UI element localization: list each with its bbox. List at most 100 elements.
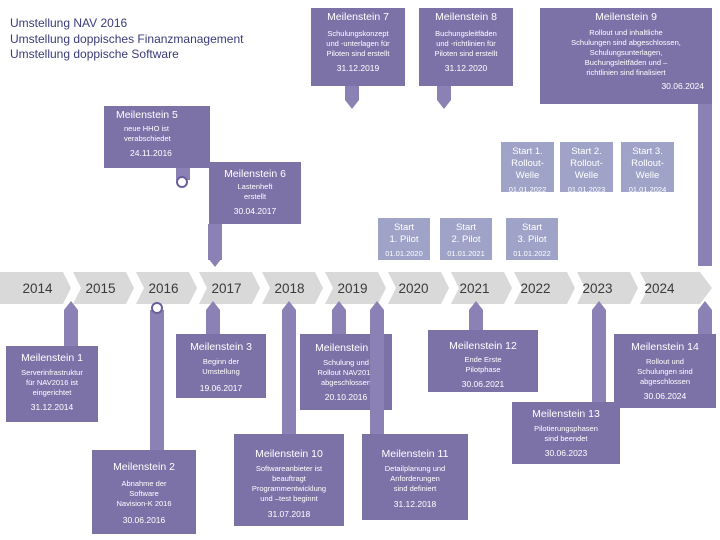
year-2019: 2019 (337, 281, 368, 296)
milestone-7: Meilenstein 7 Schulungskonzept und -unte… (311, 8, 405, 86)
desc-line: Pilotierungsphasen (534, 424, 598, 433)
header-line-2: Umstellung doppisches Finanzmanagement (10, 32, 244, 46)
desc-line: sind beendet (544, 434, 588, 443)
milestone-desc: Ende Erste Pilotphase (428, 355, 538, 375)
milestone-8: Meilenstein 8 Buchungsleitfäden und -ric… (419, 8, 513, 86)
label-line: Rollout- (511, 158, 544, 169)
milestone-date: 31.12.2014 (30, 402, 74, 412)
desc-line: Beginn der (202, 357, 240, 366)
desc-line: Abnahme der (121, 479, 167, 488)
label-line: Rollout- (631, 158, 664, 169)
pilot-label: Start 1. Pilot (378, 222, 430, 246)
milestone-title: Meilenstein 13 (532, 408, 600, 420)
milestone-13: Meilenstein 13 Pilotierungsphasen sind b… (512, 402, 620, 464)
label-line: 3. Pilot (517, 234, 547, 245)
desc-line: Programmentwicklung (251, 484, 327, 493)
milestone-date: 30.06.2021 (461, 379, 505, 389)
rollout-label: Start 1. Rollout- Welle (501, 146, 554, 182)
label-line: Start (393, 222, 415, 233)
label-line: Rollout- (570, 158, 603, 169)
milestone-date: 24.11.2016 (130, 148, 172, 158)
milestone-title: Meilenstein 11 (381, 448, 449, 460)
milestone-date: 20.10.2016 (324, 392, 368, 402)
milestone-desc: Serverinfrastruktur für NAV2016 ist eing… (6, 368, 98, 398)
milestone-desc: Buchungsleitfäden und -richtlinien für P… (419, 29, 513, 59)
milestone-12-stick (469, 310, 483, 330)
milestone-desc: neue HHO ist verabschiedet (104, 124, 210, 144)
pilot-start-1: Start 1. Pilot 01.01.2020 (378, 218, 430, 260)
milestone-title: Meilenstein 14 (631, 341, 699, 353)
rollout-start-1: Start 1. Rollout- Welle 01.01.2022 (501, 142, 554, 194)
desc-line: Software (129, 489, 159, 498)
milestone-desc: Detailplanung und Anforderungen sind def… (362, 464, 468, 494)
desc-line: Schulungen sind abgeschlossen, (571, 38, 681, 47)
year-2015: 2015 (85, 281, 116, 296)
timeline-axis (0, 272, 712, 304)
milestone-11-pointer (370, 301, 384, 310)
label-line: 2. Pilot (451, 234, 481, 245)
desc-line: Rollout und inhaltliche (589, 28, 663, 37)
desc-line: Schulung und (323, 358, 369, 367)
milestone-8-pointer (437, 100, 451, 109)
rollout-date: 01.01.2024 (628, 185, 667, 194)
label-line: Welle (515, 170, 540, 181)
rollout-start-3: Start 3. Rollout- Welle 01.01.2024 (621, 142, 674, 194)
desc-line: erstellt (243, 192, 267, 201)
pilot-start-2: Start 2. Pilot 01.01.2021 (440, 218, 492, 260)
desc-line: Schulungsunterlagen, (589, 48, 663, 57)
milestone-date: 30.06.2023 (544, 448, 588, 458)
milestone-desc: Schulung und Rollout NAV2016 abgeschloss… (300, 358, 392, 388)
milestone-1-pointer (64, 301, 78, 310)
milestone-6-pointer (208, 258, 222, 267)
milestone-6: Meilenstein 6 Lastenheft erstellt 30.04.… (209, 162, 301, 224)
milestone-date: 30.04.2017 (233, 206, 277, 216)
milestone-date: 31.12.2020 (444, 63, 488, 73)
milestone-title: Meilenstein 5 (116, 109, 178, 121)
desc-line: Ende Erste (464, 355, 502, 364)
milestone-desc: Abnahme der Software Navision-K 2016 (92, 479, 196, 509)
milestone-10: Meilenstein 10 Softwareanbieter ist beau… (234, 434, 344, 526)
milestone-date: 30.06.2024 (643, 391, 687, 401)
label-line: 1. Pilot (389, 234, 419, 245)
pilot-date: 01.01.2020 (385, 249, 423, 258)
desc-line: und -unterlagen für (326, 39, 390, 48)
milestone-2-stick (150, 310, 164, 450)
pilot-label: Start 2. Pilot (440, 222, 492, 246)
year-2018: 2018 (274, 281, 305, 296)
milestone-desc: Rollout und inhaltliche Schulungen sind … (540, 28, 712, 78)
desc-line: Softwareanbieter ist (255, 464, 323, 473)
rollout-label: Start 2. Rollout- Welle (560, 146, 613, 182)
label-line: Start (521, 222, 543, 233)
label-line: Start 2. (571, 146, 602, 157)
milestone-10-stick (282, 310, 296, 434)
milestone-5: Meilenstein 5 neue HHO ist verabschiedet… (104, 106, 210, 168)
desc-line: Rollout und (646, 357, 684, 366)
milestone-title: Meilenstein 7 (327, 11, 389, 23)
desc-line: Schulungskonzept (327, 29, 389, 38)
desc-line: beauftragt (272, 474, 306, 483)
desc-line: verabschiedet (124, 134, 171, 143)
milestone-7-stick (345, 86, 359, 100)
milestone-title: Meilenstein 2 (113, 461, 175, 473)
milestone-12: Meilenstein 12 Ende Erste Pilotphase 30.… (428, 330, 538, 392)
milestone-12-pointer (469, 301, 483, 310)
milestone-title: Meilenstein 4 (315, 342, 377, 354)
pilot-start-3: Start 3. Pilot 01.01.2022 (506, 218, 558, 260)
milestone-desc: Softwareanbieter ist beauftragt Programm… (234, 464, 344, 504)
label-line: Welle (635, 170, 660, 181)
year-2014: 2014 (22, 281, 53, 296)
desc-line: und -richtlinien für (436, 39, 496, 48)
milestone-3-pointer (206, 301, 220, 310)
label-line: Start 1. (512, 146, 543, 157)
milestone-9: Meilenstein 9 Rollout und inhaltliche Sc… (540, 8, 712, 104)
desc-line: Navision-K 2016 (116, 499, 172, 508)
milestone-6-stick (208, 224, 222, 260)
milestone-4-stick (332, 310, 346, 334)
desc-line: Rollout NAV2016 (317, 368, 375, 377)
desc-line: Anforderungen (390, 474, 440, 483)
milestone-5-marker (176, 176, 188, 188)
milestone-title: Meilenstein 8 (435, 11, 497, 23)
rollout-date: 01.01.2022 (508, 185, 547, 194)
milestone-11: Meilenstein 11 Detailplanung und Anforde… (362, 434, 468, 520)
header-line-3: Umstellung doppische Software (10, 47, 179, 61)
